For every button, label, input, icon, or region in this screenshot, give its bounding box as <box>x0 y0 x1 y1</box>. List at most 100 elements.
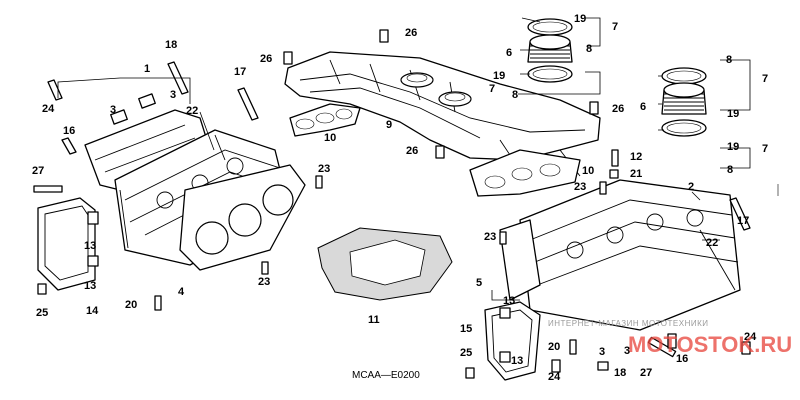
callout-24: 24 <box>42 103 55 115</box>
head-gasket-left <box>179 164 306 271</box>
callout-8: 8 <box>586 43 592 55</box>
callout-25: 25 <box>460 347 472 359</box>
callouts: 19 7 6 8 19 7 8 8 7 6 19 19 7 8 18 1 3 3… <box>32 13 768 383</box>
throttle-boot-top <box>527 18 573 83</box>
callout-26: 26 <box>406 145 418 157</box>
callout-24: 24 <box>744 331 757 343</box>
callout-20: 20 <box>125 299 137 311</box>
callout-13: 13 <box>511 355 523 367</box>
callout-5: 5 <box>476 277 482 289</box>
callout-7: 7 <box>612 21 618 33</box>
cylinder-head-right <box>519 179 741 331</box>
intake-manifold <box>284 51 601 177</box>
leader-lines <box>57 17 751 301</box>
callout-27: 27 <box>32 165 44 177</box>
dowel-20-right <box>569 339 577 355</box>
bolt-17-left <box>237 87 259 121</box>
washer-13-right <box>499 307 511 319</box>
side-cover-right <box>484 301 541 381</box>
callout-6: 6 <box>506 47 512 59</box>
bolt-16-left <box>61 137 77 155</box>
callout-19: 19 <box>574 13 586 25</box>
callout-9: 9 <box>386 119 392 131</box>
dowel-23-d <box>499 231 507 245</box>
callout-22: 22 <box>186 105 198 117</box>
callout-23: 23 <box>318 163 330 175</box>
callout-16: 16 <box>63 125 75 137</box>
spark-plug-27-left <box>33 185 63 193</box>
callout-3: 3 <box>170 89 176 101</box>
callout-18: 18 <box>165 39 177 51</box>
callout-13: 13 <box>84 240 96 252</box>
callout-7: 7 <box>762 73 768 85</box>
washer-13-left <box>87 211 99 225</box>
dowel-23-b <box>261 261 269 275</box>
hardware <box>33 29 751 379</box>
washer-13b-left <box>87 255 99 267</box>
callout-3: 3 <box>599 346 605 358</box>
callout-6: 6 <box>640 101 646 113</box>
callout-2: 2 <box>688 181 694 193</box>
callout-10: 10 <box>324 132 336 144</box>
callout-3: 3 <box>624 345 630 357</box>
callout-24: 24 <box>548 371 561 383</box>
side-cover-left <box>37 197 96 291</box>
callout-23: 23 <box>484 231 496 243</box>
manifold-gasket-right <box>469 149 581 197</box>
callout-25: 25 <box>36 307 48 319</box>
callout-26: 26 <box>612 103 624 115</box>
callout-8: 8 <box>512 89 518 101</box>
callout-12: 12 <box>630 151 642 163</box>
watermark-logo: MOTOSTOK.RU <box>628 332 792 357</box>
callout-1: 1 <box>144 63 150 75</box>
callout-23: 23 <box>574 181 586 193</box>
bolt-12 <box>611 149 619 167</box>
bolt-26-b <box>379 29 389 43</box>
bolt-26-a <box>283 51 293 65</box>
callout-8: 8 <box>727 164 733 176</box>
callout-22: 22 <box>706 237 718 249</box>
watermark-text: ИНТЕРНЕТ-МАГАЗИН МОТОТЕХНИКИ <box>548 319 709 328</box>
callout-14: 14 <box>86 305 99 317</box>
callout-23: 23 <box>258 276 270 288</box>
callout-26: 26 <box>405 27 417 39</box>
bolt-16-right <box>667 333 677 349</box>
callout-19: 19 <box>493 70 505 82</box>
callout-4: 4 <box>178 286 185 298</box>
callout-7: 7 <box>762 143 768 155</box>
washer-21 <box>609 169 619 179</box>
callout-17: 17 <box>737 215 749 227</box>
head-gasket-right <box>499 219 541 301</box>
bolt-18-right <box>597 361 609 371</box>
callout-13: 13 <box>503 295 515 307</box>
bolt-24-right-b <box>741 341 751 355</box>
callout-17: 17 <box>234 66 246 78</box>
dowel-23-a <box>315 175 323 189</box>
callout-26: 26 <box>260 53 272 65</box>
valley-gasket <box>317 227 453 301</box>
bolt-25-left <box>37 283 47 295</box>
callout-8: 8 <box>726 54 732 66</box>
bolt-24-left <box>47 79 63 101</box>
callout-3: 3 <box>110 104 116 116</box>
dowel-20-left <box>154 295 162 311</box>
washer-13b-right <box>499 351 511 363</box>
callout-10: 10 <box>582 165 594 177</box>
manifold-gasket-left <box>289 103 361 137</box>
callout-15: 15 <box>460 323 472 335</box>
bolt-26-c <box>589 101 599 115</box>
callout-7: 7 <box>489 83 495 95</box>
callout-16: 16 <box>676 353 688 365</box>
callout-18: 18 <box>614 367 626 379</box>
bolt-26-d <box>435 145 445 159</box>
spark-plug-27-right <box>647 336 677 358</box>
dowel-23-c <box>599 181 607 195</box>
callout-19: 19 <box>727 108 739 120</box>
callout-13: 13 <box>84 280 96 292</box>
callout-20: 20 <box>548 341 560 353</box>
callout-27: 27 <box>640 367 652 379</box>
bolt-17-right <box>729 197 751 231</box>
callout-11: 11 <box>368 314 380 326</box>
bolt-25-right <box>465 367 475 379</box>
